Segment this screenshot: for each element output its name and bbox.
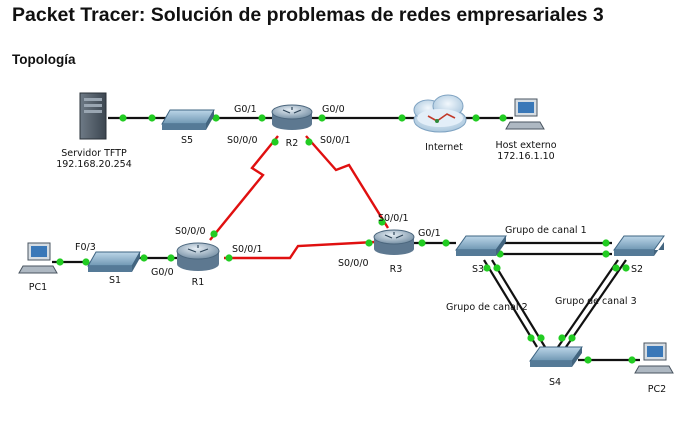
port-light — [568, 334, 576, 342]
external-host-pc-icon[interactable] — [505, 98, 545, 130]
r2-label: R2 — [286, 138, 299, 149]
port-light — [210, 230, 218, 238]
r2-g00-label: G0/0 — [322, 104, 345, 115]
channel-3-link-a — [557, 259, 619, 348]
port-light — [602, 250, 610, 258]
s1-label: S1 — [109, 275, 121, 286]
topology-heading: Topología — [12, 52, 76, 67]
r3-g01-label: G0/1 — [418, 228, 441, 239]
pc2-label: PC2 — [648, 384, 666, 395]
port-light — [499, 114, 507, 122]
port-light — [365, 239, 373, 247]
server-name-label: Servidor TFTP — [61, 148, 127, 159]
r2-g01-label: G0/1 — [234, 104, 257, 115]
port-light — [378, 218, 386, 226]
server-ip-label: 192.168.20.254 — [56, 159, 132, 170]
router-r2-icon[interactable] — [271, 104, 313, 130]
router-r1-icon[interactable] — [176, 242, 220, 271]
internet-cloud-icon[interactable] — [413, 94, 467, 133]
document-title: Packet Tracer: Solución de problemas de … — [12, 4, 604, 26]
pc1-icon[interactable] — [18, 242, 58, 274]
port-light — [584, 356, 592, 364]
r1-s001-label: S0/0/1 — [232, 244, 263, 255]
switch-s2-icon[interactable] — [613, 235, 665, 256]
port-light — [148, 114, 156, 122]
port-light — [212, 114, 220, 122]
port-light — [472, 114, 480, 122]
port-labels: G0/1 G0/0 S0/0/0 S0/0/1 S0/0/0 S0/0/1 G0… — [75, 104, 441, 278]
port-light — [628, 356, 636, 364]
channel-group-3-label: Grupo de canal 3 — [555, 296, 637, 307]
channel-group-1-label: Grupo de canal 1 — [505, 225, 587, 236]
serial-link-r2-r1 — [209, 135, 279, 241]
r3-s001-label: S0/0/1 — [378, 213, 409, 224]
port-light — [418, 239, 426, 247]
port-light — [305, 138, 313, 146]
port-light — [558, 334, 566, 342]
port-light — [140, 254, 148, 262]
r3-label: R3 — [390, 264, 403, 275]
s2-label: S2 — [631, 264, 643, 275]
port-light — [119, 114, 127, 122]
device-labels: Servidor TFTP 192.168.20.254 S5 R2 Inter… — [29, 135, 666, 395]
s4-label: S4 — [549, 377, 561, 388]
switch-s4-icon[interactable] — [529, 346, 583, 367]
switch-s3-icon[interactable] — [455, 235, 507, 256]
port-light — [258, 114, 266, 122]
channel-labels: Grupo de canal 1 Grupo de canal 2 Grupo … — [446, 225, 637, 313]
r1-s000-label: S0/0/0 — [175, 226, 206, 237]
host-ip-label: 172.16.1.10 — [497, 151, 554, 162]
port-light — [537, 334, 545, 342]
port-light — [271, 138, 279, 146]
port-light — [225, 254, 233, 262]
r2-s001-label: S0/0/1 — [320, 135, 351, 146]
r1-g00-label: G0/0 — [151, 267, 174, 278]
r3-s000-label: S0/0/0 — [338, 258, 369, 269]
s1-f03-label: F0/3 — [75, 242, 96, 253]
internet-label: Internet — [425, 142, 463, 153]
switch-s5-icon[interactable] — [161, 109, 215, 130]
pc2-icon[interactable] — [634, 342, 674, 374]
switch-s1-icon[interactable] — [87, 251, 141, 272]
tftp-server-icon[interactable] — [79, 92, 107, 140]
port-light — [612, 264, 620, 272]
port-light — [602, 239, 610, 247]
port-light — [483, 264, 491, 272]
pc1-label: PC1 — [29, 282, 47, 293]
port-light — [318, 114, 326, 122]
port-light — [56, 258, 64, 266]
port-light — [398, 114, 406, 122]
port-light — [493, 264, 501, 272]
port-light — [82, 258, 90, 266]
r2-s000-label: S0/0/0 — [227, 135, 258, 146]
host-name-label: Host externo — [495, 140, 556, 151]
port-light — [442, 239, 450, 247]
port-light — [527, 334, 535, 342]
router-r3-icon[interactable] — [373, 229, 415, 255]
channel-3-link-b — [565, 259, 627, 348]
s5-label: S5 — [181, 135, 193, 146]
r1-label: R1 — [192, 277, 205, 288]
channel-2-link-a — [483, 259, 538, 348]
channel-group-2-label: Grupo de canal 2 — [446, 302, 528, 313]
port-light — [622, 264, 630, 272]
port-light — [167, 254, 175, 262]
channel-2-link-b — [491, 259, 546, 348]
port-status-lights — [56, 114, 636, 364]
s3-label: S3 — [472, 264, 484, 275]
serial-link-r1-r3 — [224, 240, 376, 260]
serial-link-r2-r3 — [305, 135, 390, 229]
